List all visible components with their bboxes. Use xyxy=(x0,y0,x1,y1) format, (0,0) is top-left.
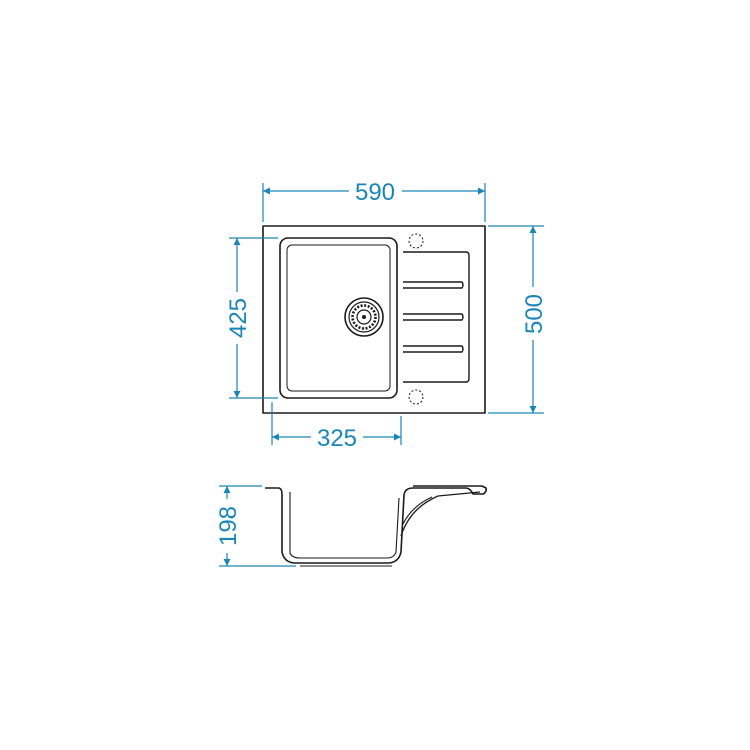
drainboard-groove xyxy=(403,313,464,321)
dimension-width: 590 xyxy=(262,179,486,222)
side-drainboard-support xyxy=(402,496,433,525)
bowl-outer-edge xyxy=(279,237,398,399)
tap-hole-marker-icon xyxy=(408,389,424,405)
dimension-height: 198 xyxy=(215,485,296,567)
side-drainboard-support xyxy=(400,491,481,537)
side-profile-inner xyxy=(289,492,400,559)
drainboard-groove xyxy=(403,345,464,353)
dimension-depth: 500 xyxy=(488,225,548,414)
drainboard-outline xyxy=(403,251,470,383)
dimension-label-bowl-width: 325 xyxy=(317,425,357,452)
drainboard-groove xyxy=(403,281,464,289)
dimensions: 590 500 425 325 xyxy=(215,179,548,567)
dimension-bowl-width: 325 xyxy=(271,402,402,452)
dimension-label-height: 198 xyxy=(215,506,242,546)
dimension-bowl-depth: 425 xyxy=(225,237,278,399)
bowl-inner-edge xyxy=(286,244,391,392)
dimension-label-bowl-depth: 425 xyxy=(225,298,252,338)
drainboard xyxy=(403,251,470,383)
tap-hole-marker-icon xyxy=(408,233,424,249)
side-view xyxy=(265,485,487,567)
top-view xyxy=(262,225,486,414)
sink-outer-rim xyxy=(262,225,486,414)
drain-strainer-icon xyxy=(344,297,384,337)
dimension-label-depth: 500 xyxy=(521,294,548,334)
side-profile-outer xyxy=(265,485,487,564)
dimension-label-width: 590 xyxy=(355,179,395,206)
